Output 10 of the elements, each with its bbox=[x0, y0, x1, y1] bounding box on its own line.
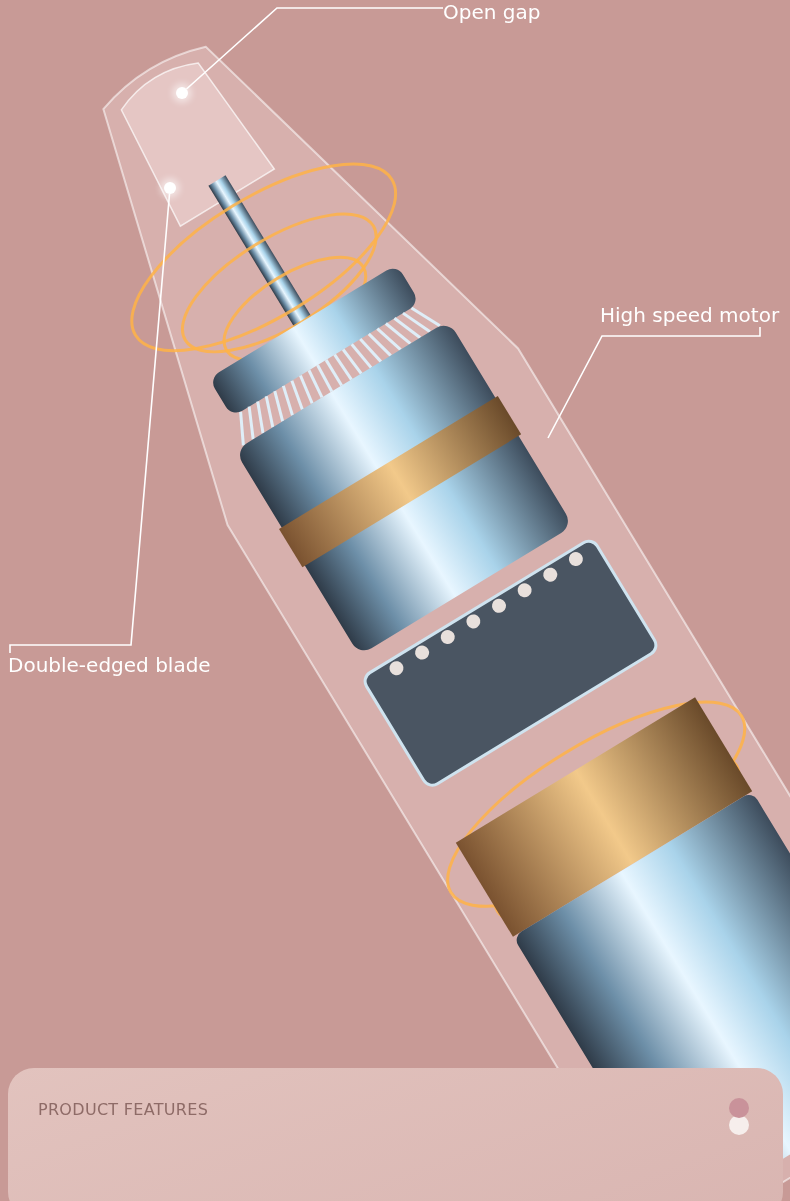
leader-dot bbox=[176, 87, 188, 99]
callout-label: High speed motor bbox=[600, 303, 780, 327]
leader-dot bbox=[164, 182, 176, 194]
features-panel bbox=[8, 1068, 783, 1201]
callout-label: Open gap bbox=[443, 0, 541, 24]
leader-line bbox=[9, 193, 171, 654]
callout-label: Double-edged blade bbox=[8, 653, 211, 677]
leader-line bbox=[547, 326, 761, 439]
leader-line bbox=[185, 7, 444, 90]
section-heading: PRODUCT FEATURES bbox=[38, 1100, 209, 1119]
